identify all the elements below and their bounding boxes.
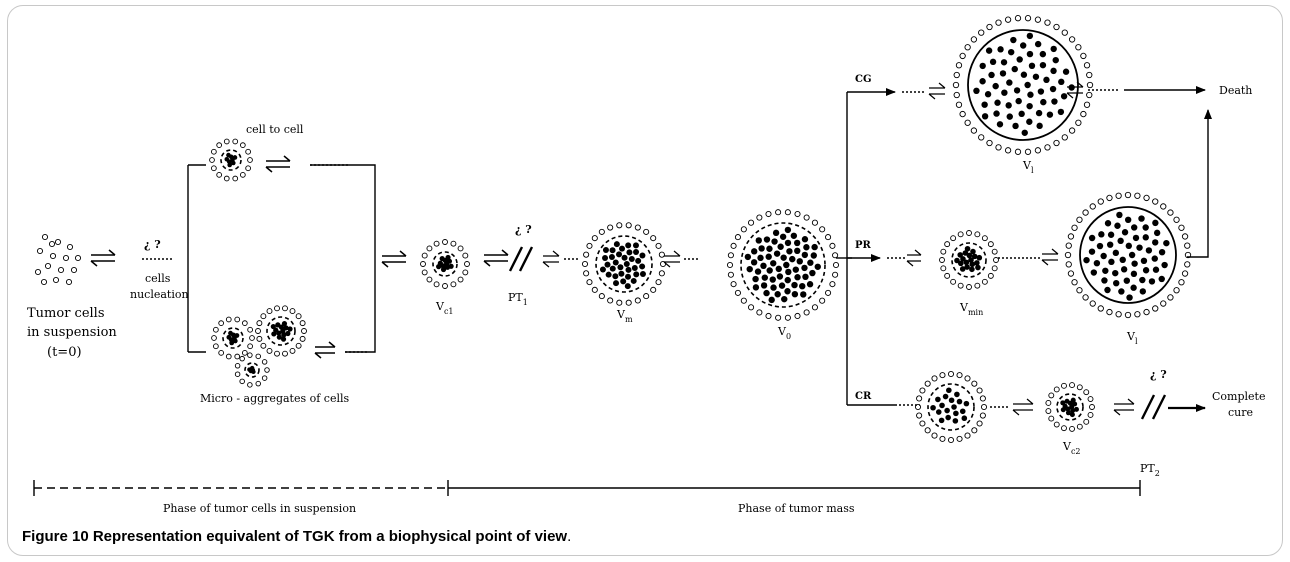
equilibrium-arrow-6	[542, 250, 560, 268]
cell-to-cell-cluster	[209, 138, 253, 182]
equilibrium-arrow-7	[663, 250, 681, 268]
equilibrium-arrow-10	[906, 249, 922, 267]
vc2-label: Vc2	[1062, 440, 1081, 456]
pt1-label: PT1	[508, 291, 528, 307]
pt1-question: ¿ ?	[515, 223, 532, 236]
micro-aggregate-2	[255, 305, 307, 357]
nucleation-label: nucleation	[130, 288, 189, 301]
v0-label: V0	[777, 325, 791, 341]
cr-spheroid	[914, 370, 988, 444]
dotted-links	[142, 89, 1118, 408]
phase-transition-slashes	[508, 246, 1167, 420]
connector-lines	[187, 86, 1212, 412]
caption-title: Figure 10 Representation equivalent of T…	[22, 528, 568, 545]
vc1-label: Vc1	[435, 300, 454, 316]
cr-branch-label: CR	[855, 391, 872, 402]
phase-timeline	[33, 480, 1141, 496]
vl-mid-label: Vl	[1126, 330, 1138, 346]
micro-aggregate-1	[211, 316, 255, 360]
cg-branch-label: CG	[855, 74, 872, 85]
pr-branch-label: PR	[855, 240, 872, 251]
cure-label: cure	[1228, 406, 1253, 419]
micro-aggregate-3	[234, 352, 270, 388]
pt2-question: ¿ ?	[1150, 368, 1167, 381]
figure-caption: Figure 10 Representation equivalent of T…	[22, 528, 571, 545]
equilibrium-arrow-11	[1041, 248, 1059, 266]
phase-mass-label: Phase of tumor mass	[738, 502, 855, 515]
t0-label: (t=0)	[47, 345, 82, 360]
v0-spheroid	[726, 209, 840, 321]
vm-label: Vm	[616, 308, 633, 324]
equilibrium-arrow-4	[381, 250, 407, 268]
equilibrium-arrow-8	[928, 82, 946, 100]
equilibrium-arrow-5	[483, 249, 509, 267]
figure-frame	[7, 5, 1283, 556]
vmin-label: Vmin	[959, 301, 983, 317]
equilibrium-arrow-9	[1066, 81, 1084, 99]
cell-clusters	[34, 15, 1192, 444]
vc1-cluster	[420, 239, 470, 289]
text-labels: Tumor cells in suspension (t=0) ¿ ? cell…	[27, 74, 1265, 515]
death-label: Death	[1219, 84, 1252, 97]
micro-aggregates-label: Micro - aggregates of cells	[200, 392, 350, 405]
vl-top-spheroid	[952, 15, 1094, 155]
equilibrium-arrow-3	[314, 341, 336, 359]
tumor-cells-label: Tumor cells	[27, 306, 105, 321]
equilibrium-arrow-1	[90, 249, 116, 267]
equilibrium-arrow-12	[1012, 398, 1034, 416]
nucleation-question: ¿ ?	[144, 238, 161, 251]
vc2-cluster	[1045, 382, 1095, 432]
vm-spheroid	[581, 222, 667, 306]
equilibrium-arrow-2	[265, 155, 291, 173]
suspended-cells	[34, 233, 82, 286]
pt2-label: PT2	[1140, 462, 1160, 478]
vl-mid-spheroid	[1064, 191, 1192, 319]
caption-period: .	[567, 528, 572, 545]
cell-to-cell-label: cell to cell	[246, 123, 304, 136]
equilibrium-arrow-13	[1113, 398, 1135, 416]
equilibrium-arrows	[90, 81, 1135, 416]
phase-suspension-label: Phase of tumor cells in suspension	[163, 502, 356, 515]
in-suspension-label: in suspension	[27, 325, 117, 340]
vl-top-label: Vl	[1022, 159, 1034, 175]
cells-label: cells	[145, 272, 171, 285]
vmin-spheroid	[939, 230, 999, 290]
complete-label: Complete	[1212, 390, 1265, 403]
